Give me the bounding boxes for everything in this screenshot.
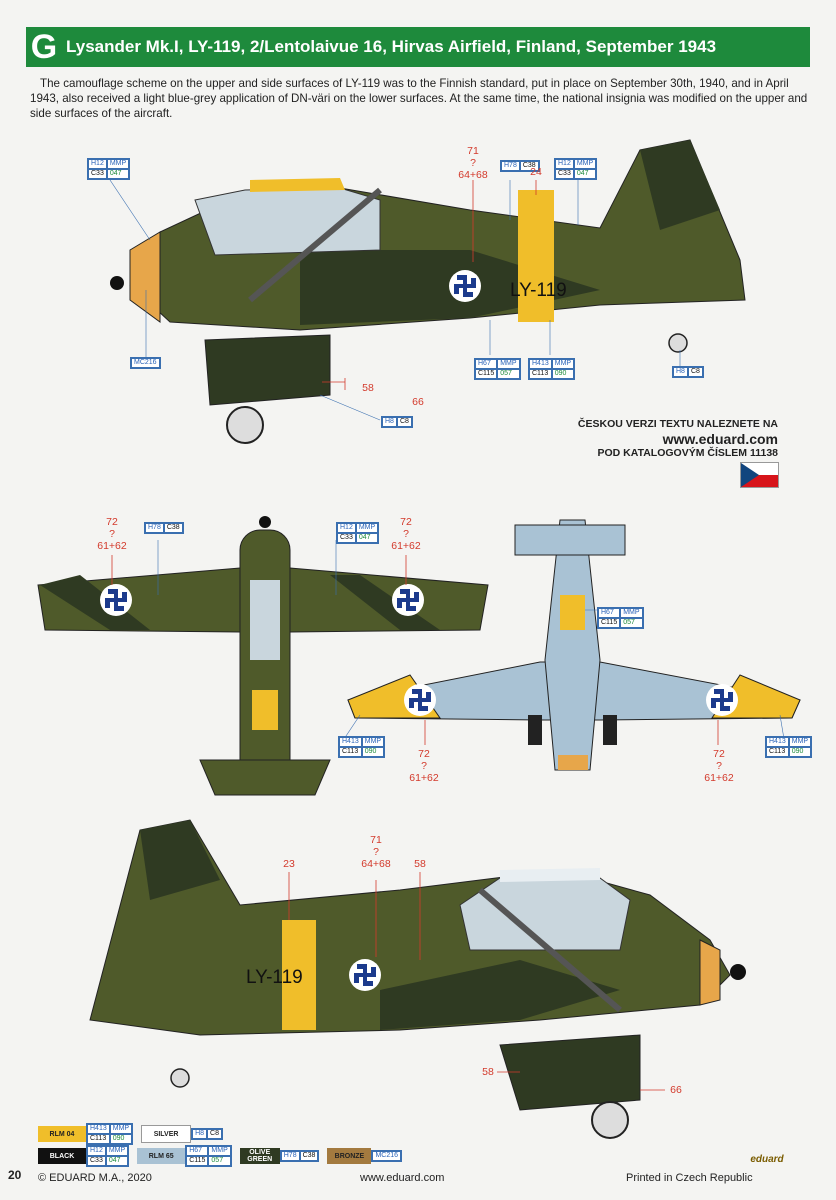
footer-site[interactable]: www.eduard.com	[360, 1172, 445, 1184]
callout-66-top: 66	[412, 396, 424, 408]
profile-header: G Lysander Mk.I, LY-119, 2/Lentolaivue 1…	[26, 27, 810, 67]
page-number: 20	[8, 1168, 22, 1182]
swatch-olive-code: H78 C38	[279, 1150, 320, 1162]
footer-printed: Printed in Czech Republic	[626, 1172, 753, 1184]
paint-code-mc216: MC216	[130, 357, 161, 369]
paint-code-h8-wheel: H8 C8	[381, 416, 413, 428]
swatch-rlm04: RLM 04	[38, 1126, 86, 1142]
callout-58-top: 58	[362, 382, 374, 394]
swatch-rlm65: RLM 65	[137, 1148, 186, 1164]
callout-24: 24	[530, 166, 542, 178]
code-leaders	[109, 179, 786, 746]
swatch-silver-code: H8 C8	[191, 1128, 223, 1140]
eduard-logo: eduard	[750, 1154, 784, 1165]
callout-23: 23	[283, 858, 295, 870]
footer-copyright: © EDUARD M.A., 2020	[38, 1172, 152, 1184]
swatch-olive-green: OLIVE GREEN	[239, 1148, 280, 1164]
czech-note: ČESKOU VERZI TEXTU NALEZNETE NA www.edua…	[548, 418, 778, 460]
lower-plan-view	[347, 519, 801, 771]
paint-code-h78-upper: H78 C38	[144, 522, 184, 534]
profile-letter: G	[30, 27, 58, 66]
callout-72-upper-right: 72?61+62	[391, 516, 421, 552]
callout-66-bottom: 66	[670, 1084, 682, 1096]
callout-72-upper-left: 72?61+62	[97, 516, 127, 552]
callout-58-bottom-top: 58	[414, 858, 426, 870]
profile-title: Lysander Mk.I, LY-119, 2/Lentolaivue 16,…	[66, 37, 717, 56]
paint-code-h78: H78 C38	[500, 160, 540, 172]
callout-72-lower-right: 72?61+62	[704, 748, 734, 784]
callout-71: 71?64+68	[458, 145, 488, 181]
czech-flag-icon	[740, 462, 779, 488]
upper-plan-view	[37, 516, 489, 796]
side-profile-right	[89, 819, 746, 1139]
intro-text: The camouflage scheme on the upper and s…	[30, 77, 808, 120]
swatch-bronze: BRONZE	[327, 1148, 372, 1164]
side-reg-top: LY-119	[510, 280, 567, 301]
callout-leaders	[111, 180, 719, 1091]
swatch-silver: SILVER	[141, 1125, 192, 1143]
callout-58-bottom: 58	[482, 1066, 494, 1078]
callout-71-bottom: 71?64+68	[361, 834, 391, 870]
side-reg-bottom: LY-119	[246, 967, 303, 988]
side-profile-left	[110, 139, 746, 444]
callout-72-lower-left: 72?61+62	[409, 748, 439, 784]
swatch-bronze-code: MC216	[371, 1150, 403, 1162]
swatch-black: BLACK	[38, 1148, 86, 1164]
paint-code-h8-tail: H8 C8	[672, 366, 704, 378]
czech-url[interactable]: www.eduard.com	[662, 431, 778, 447]
